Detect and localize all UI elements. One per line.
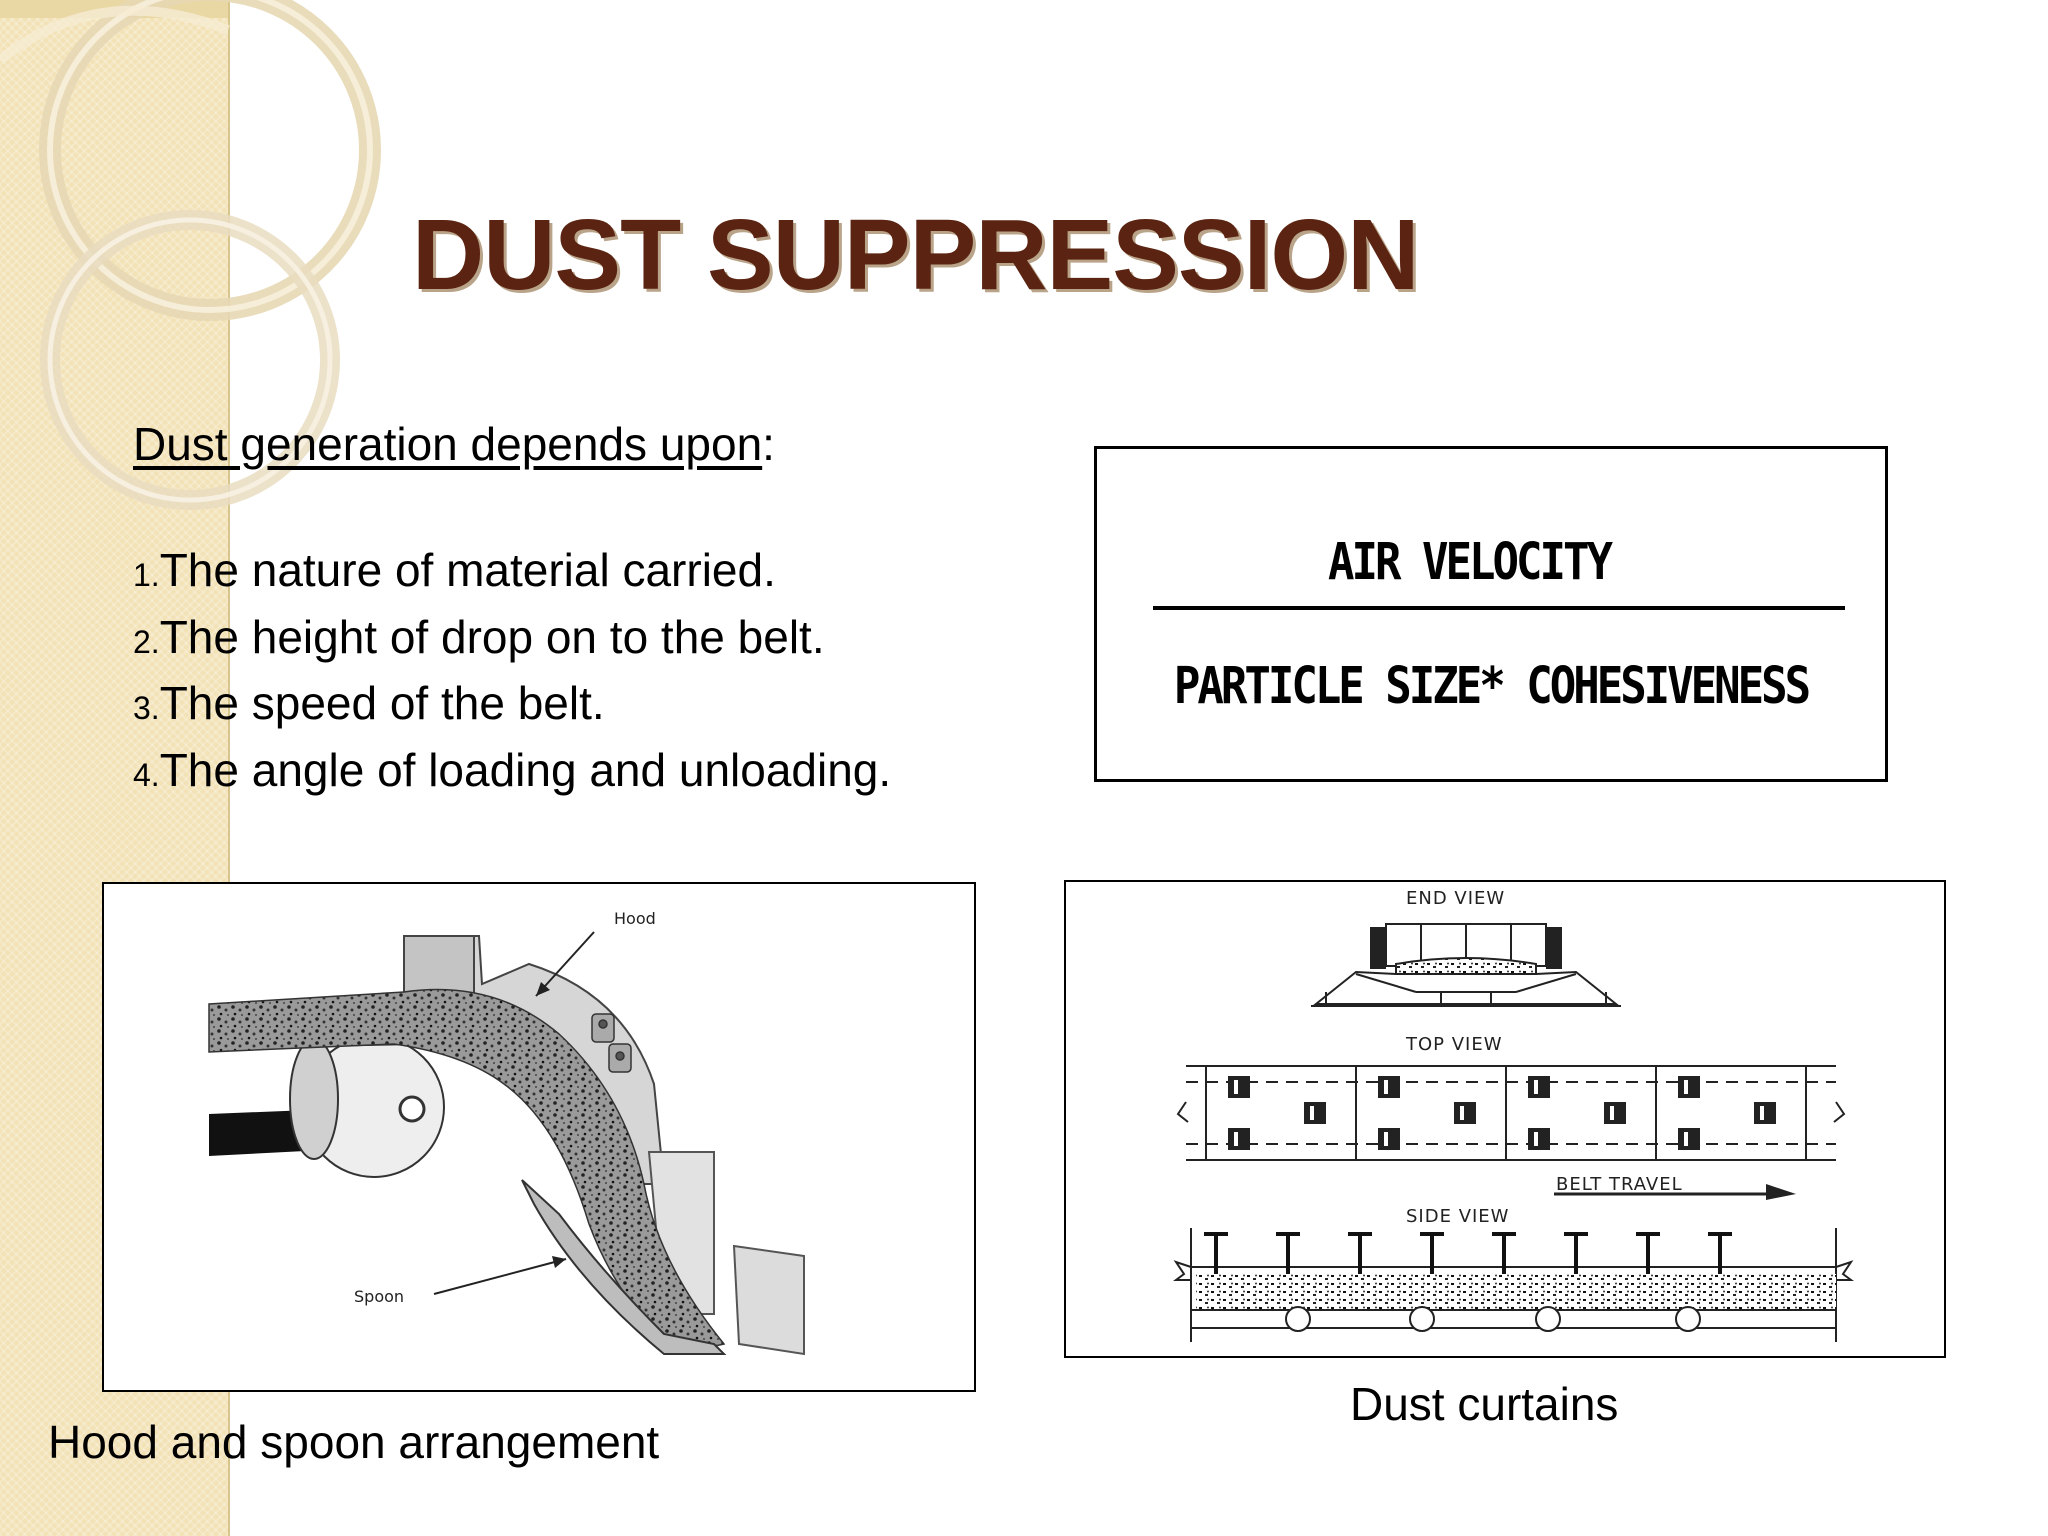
list-item-text: The height of drop on to the belt.: [159, 610, 825, 663]
top-view-drawing: [1176, 1065, 1846, 1161]
hood-arrowhead: [536, 982, 550, 996]
curtain-markers: [1228, 1076, 1776, 1150]
hood-spoon-illustration: Hood Spoon: [208, 909, 805, 1356]
spoon-label: Spoon: [354, 1287, 404, 1306]
belt-travel-arrowhead: [1766, 1184, 1796, 1200]
list-item: 2.The height of drop on to the belt.: [133, 607, 891, 674]
pulley-face: [289, 1038, 339, 1160]
belt-travel-label: BELT TRAVEL: [1556, 1174, 1683, 1195]
formula-numerator: AIR VELOCITY: [1328, 533, 1613, 592]
list-item-text: The angle of loading and unloading.: [159, 743, 892, 796]
hood-spoon-diagram: Hood Spoon: [102, 882, 976, 1392]
side-view-label: SIDE VIEW: [1406, 1206, 1509, 1227]
spoon-arrowhead: [552, 1256, 566, 1268]
top-view-label: TOP VIEW: [1405, 1034, 1503, 1055]
factor-list: 1.The nature of material carried. 2.The …: [133, 540, 891, 806]
decorative-left-band: [0, 0, 230, 1536]
list-item-text: The speed of the belt.: [159, 677, 605, 729]
end-view-drawing: [1311, 923, 1621, 1007]
list-item-number: 3.: [133, 690, 160, 726]
fraction-line: [1153, 606, 1845, 610]
hood-arrow: [535, 931, 595, 997]
hood-label: Hood: [614, 909, 656, 928]
decorative-rings: [0, 0, 381, 510]
curtains-caption: Dust curtains: [1350, 1378, 1619, 1430]
hood-caption: Hood and spoon arrangement: [48, 1416, 660, 1468]
formula-denominator: PARTICLE SIZE* COHESIVENESS: [1173, 657, 1811, 716]
list-item: 1.The nature of material carried.: [133, 540, 891, 607]
list-item-number: 4.: [133, 756, 160, 793]
skirt-plate: [732, 1244, 805, 1356]
pulley-shaft: [398, 1095, 426, 1123]
formula-box: AIR VELOCITY PARTICLE SIZE* COHESIVENESS: [1094, 446, 1888, 782]
slide-title: DUST SUPPRESSION: [412, 199, 1419, 311]
list-item-text: The nature of material carried.: [159, 544, 776, 596]
list-item-number: 1.: [133, 557, 160, 593]
intro-line: Dust generation depends upon:: [133, 416, 775, 472]
list-item-number: 2.: [133, 623, 160, 660]
list-item: 3.The speed of the belt.: [133, 673, 891, 740]
list-item: 4.The angle of loading and unloading.: [133, 740, 891, 807]
material-stream: [208, 988, 726, 1355]
side-view-drawing: [1173, 1228, 1854, 1342]
end-view-label: END VIEW: [1406, 888, 1505, 909]
hood-flange: [591, 1013, 632, 1073]
dust-curtains-diagram: END VIEW TOP VIEW: [1064, 880, 1946, 1358]
curtain-hangers: [1204, 1232, 1732, 1274]
spoon-plate: [521, 1179, 727, 1355]
intro-label: Dust generation depends upon: [133, 418, 763, 470]
intro-colon: :: [762, 418, 775, 470]
dust-curtains-illustration: END VIEW TOP VIEW: [1173, 888, 1854, 1342]
spoon-arrow: [433, 1258, 567, 1295]
